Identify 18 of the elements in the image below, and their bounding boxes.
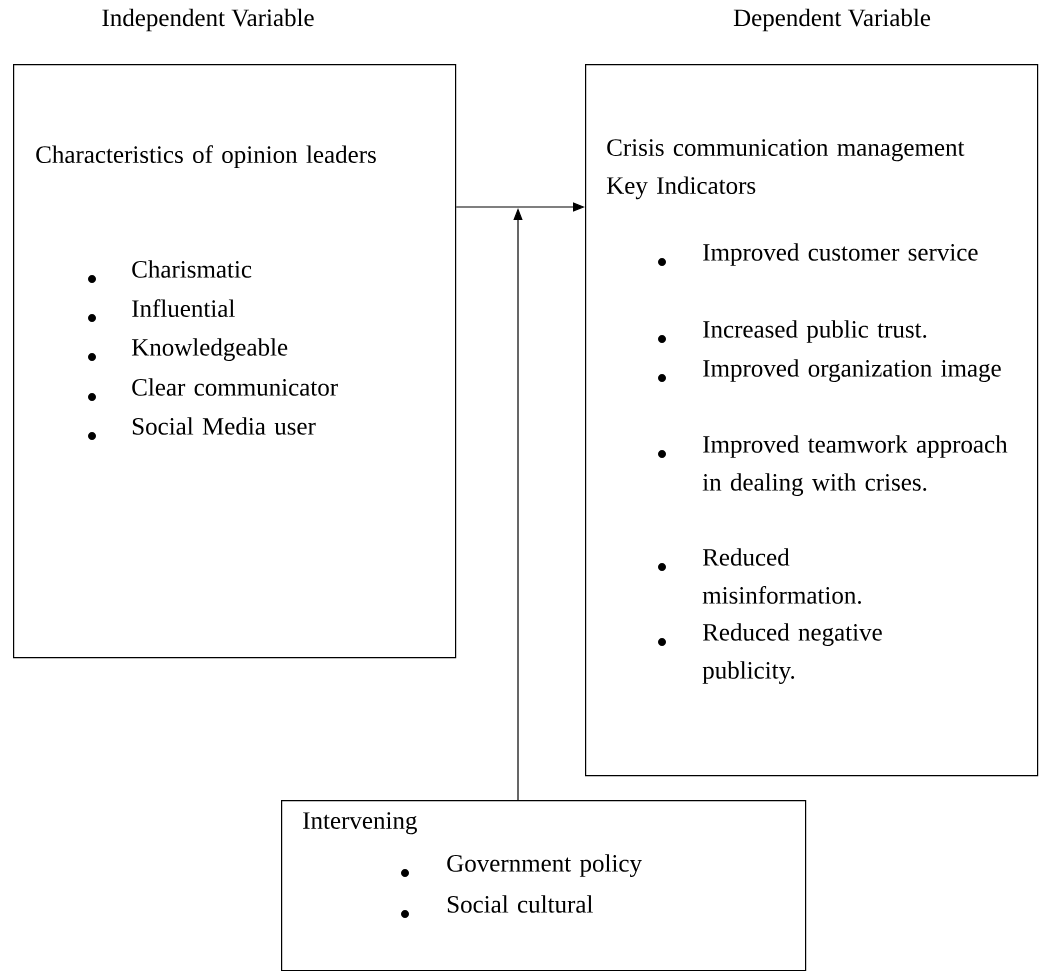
list-item: Increased public trust.	[703, 320, 927, 343]
list-item: Charismatic	[132, 260, 252, 278]
list-item: Reduced negative publicity.	[702, 623, 882, 684]
list-item: Clear communicator	[132, 378, 338, 396]
list-item: Social cultural	[447, 895, 593, 913]
box-title: Crisis communication management Key Indicators	[606, 139, 965, 200]
heading: Dependent Variable	[733, 8, 931, 32]
heading: Independent Variable	[102, 8, 314, 32]
box-title: Characteristics of opinion leaders	[36, 145, 376, 169]
list-item: Social Media user	[132, 417, 316, 435]
list-item: Improved teamwork approach in dealing with crises.	[702, 435, 1008, 496]
box-title: Intervening	[303, 812, 417, 835]
list-item: Improved organization image	[703, 359, 1001, 382]
list-item: Influential	[132, 299, 235, 318]
list-item: Knowledgeable	[131, 338, 288, 361]
list-item: Reduced misinformation.	[702, 548, 861, 604]
list-item: Government policy	[447, 854, 642, 877]
list-item: Improved customer service	[703, 243, 978, 266]
